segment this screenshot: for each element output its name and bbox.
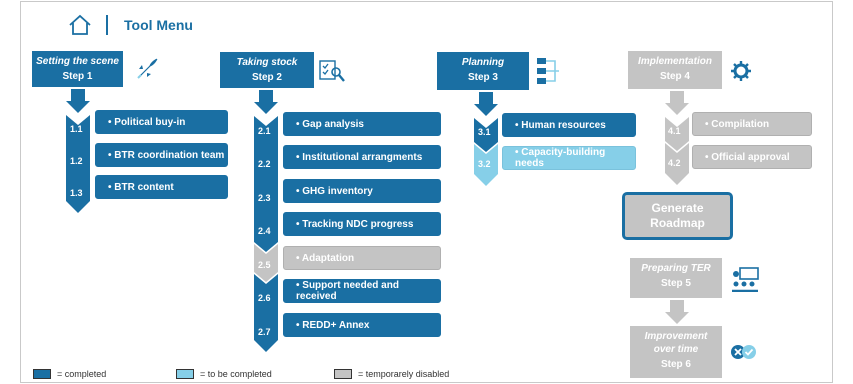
cross-check-icon [730, 344, 758, 360]
step-3-label: Step 3 [467, 72, 498, 83]
step-1-label: Step 1 [62, 71, 93, 82]
rocket-icon [134, 56, 160, 82]
legend-swatch [176, 369, 194, 379]
step-4-header: Implementation Step 4 [628, 51, 722, 89]
substep-support-needed-and-received[interactable]: • Support needed and received [283, 279, 441, 303]
step-1-chevron [66, 89, 90, 213]
step-3-chevron [474, 92, 498, 186]
legend-swatch [33, 369, 51, 379]
item-number: 1.2 [70, 156, 83, 166]
header-divider [106, 15, 108, 35]
substep-btr-coordination-team[interactable]: • BTR coordination team [95, 143, 228, 167]
step-2-label: Step 2 [251, 72, 282, 83]
substep-human-resources[interactable]: • Human resources [502, 113, 636, 137]
step-6-label: Step 6 [660, 359, 691, 370]
step-2-chevron [254, 90, 278, 352]
gear-icon [730, 60, 752, 82]
flowchart-icon [535, 56, 561, 86]
step-5-header: Preparing TER Step 5 [630, 258, 722, 298]
step-3-header[interactable]: Planning Step 3 [437, 52, 529, 90]
item-number: 3.2 [478, 159, 491, 169]
legend-label: = temporarely disabled [358, 369, 450, 379]
substep-institutional-arrangements[interactable]: • Institutional arrangments [283, 145, 441, 169]
step-1-name: Setting the scene [36, 56, 119, 67]
header: Tool Menu [68, 12, 193, 38]
checklist-magnifier-icon [318, 58, 346, 84]
item-number: 2.5 [258, 260, 271, 270]
substep-btr-content[interactable]: • BTR content [95, 175, 228, 199]
item-number: 2.7 [258, 327, 271, 337]
step-6-name: Improvement over time [644, 331, 708, 355]
tool-menu-frame [20, 1, 833, 383]
legend-swatch [334, 369, 352, 379]
item-number: 4.1 [668, 126, 681, 136]
substep-official-approval: • Official approval [692, 145, 812, 169]
presentation-icon [730, 266, 760, 292]
roadmap-line-1: Generate [651, 201, 704, 215]
item-number: 2.2 [258, 159, 271, 169]
substep-capacity-building-needs[interactable]: • Capacity-building needs [502, 146, 636, 170]
legend-completed: = completed [33, 369, 106, 379]
substep-compilation: • Compilation [692, 112, 812, 136]
item-number: 1.3 [70, 188, 83, 198]
item-number: 2.3 [258, 193, 271, 203]
step-6-header: Improvement over time Step 6 [630, 326, 722, 378]
roadmap-line-2: Roadmap [650, 216, 705, 230]
step-2-header[interactable]: Taking stock Step 2 [220, 52, 314, 88]
item-number: 2.1 [258, 126, 271, 136]
item-number: 3.1 [478, 127, 491, 137]
legend-to-be-completed: = to be completed [176, 369, 272, 379]
step-4-chevron [665, 91, 689, 185]
step-5-label: Step 5 [660, 278, 691, 289]
home-icon[interactable] [68, 14, 92, 36]
substep-tracking-ndc-progress[interactable]: • Tracking NDC progress [283, 212, 441, 236]
legend-disabled: = temporarely disabled [334, 369, 449, 379]
substep-adaptation: • Adaptation [283, 246, 441, 270]
legend-label: = completed [57, 369, 107, 379]
item-number: 1.1 [70, 124, 83, 134]
substep-ghg-inventory[interactable]: • GHG inventory [283, 179, 441, 203]
step-4-label: Step 4 [659, 71, 690, 82]
item-number: 2.4 [258, 226, 271, 236]
item-number: 4.2 [668, 158, 681, 168]
step-2-name: Taking stock [236, 57, 298, 68]
substep-gap-analysis[interactable]: • Gap analysis [283, 112, 441, 136]
step-3-name: Planning [461, 57, 505, 68]
step-1-header[interactable]: Setting the scene Step 1 [32, 51, 123, 87]
step-5-name: Preparing TER [641, 263, 711, 274]
substep-political-buy-in[interactable]: • Political buy-in [95, 110, 228, 134]
step-4-name: Implementation [638, 56, 712, 67]
substep-redd-annex[interactable]: • REDD+ Annex [283, 313, 441, 337]
generate-roadmap-button[interactable]: Generate Roadmap [622, 192, 733, 240]
legend-label: = to be completed [200, 369, 272, 379]
item-number: 2.6 [258, 293, 271, 303]
step-5-chevron [665, 300, 689, 324]
page-title: Tool Menu [124, 17, 193, 33]
